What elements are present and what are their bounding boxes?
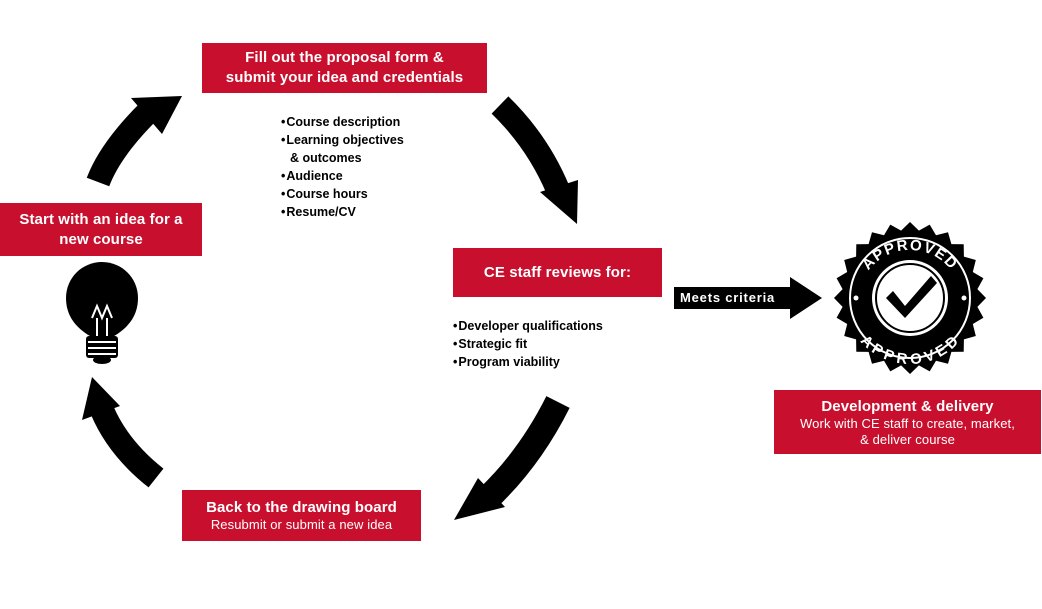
list-item: Program viability — [453, 353, 603, 371]
review-step-box: CE staff reviews for: — [453, 248, 662, 297]
list-item: Course hours — [281, 185, 404, 203]
idea-step-box: Start with an idea for a new course — [0, 203, 202, 256]
idea-step-line1: Start with an idea for a — [19, 210, 183, 228]
list-item: Audience — [281, 167, 404, 185]
proposal-items-list: Course description Learning objectives &… — [281, 113, 404, 221]
list-item: Resume/CV — [281, 203, 404, 221]
proposal-step-line1: Fill out the proposal form & — [245, 49, 444, 66]
drawing-board-step-box: Back to the drawing board Resubmit or su… — [182, 490, 421, 541]
idea-step-line2: new course — [59, 230, 143, 248]
proposal-step-line2: submit your idea and credentials — [225, 69, 464, 86]
list-item: & outcomes — [290, 151, 362, 165]
delivery-step-line1: Work with CE staff to create, market, — [800, 415, 1015, 431]
drawing-board-title: Back to the drawing board — [206, 499, 397, 516]
delivery-step-line2: & deliver course — [860, 431, 955, 447]
cycle-arrow-to-review — [491, 96, 578, 224]
cycle-arrow-to-idea — [82, 377, 164, 488]
cycle-arrow-to-proposal — [86, 96, 182, 187]
approved-badge: APPROVED APPROVED — [834, 222, 986, 374]
delivery-step-title: Development & delivery — [821, 397, 994, 415]
meets-criteria-label: Meets criteria — [680, 290, 776, 305]
proposal-step-box: Fill out the proposal form & submit your… — [202, 43, 487, 93]
lightbulb-icon — [66, 262, 138, 364]
needs-revisions-arrow — [454, 396, 570, 520]
checkmark-icon — [886, 276, 937, 318]
list-item: Course description — [281, 113, 404, 131]
review-step-title: CE staff reviews for: — [483, 264, 632, 281]
drawing-board-subtitle: Resubmit or submit a new idea — [210, 517, 393, 532]
review-items-list: Developer qualifications Strategic fit P… — [453, 317, 603, 371]
list-item: Strategic fit — [453, 335, 603, 353]
list-item: Developer qualifications — [453, 317, 602, 335]
meets-criteria-arrow — [674, 277, 822, 319]
list-item: Learning objectives — [281, 131, 403, 149]
delivery-step-box: Development & delivery Work with CE staf… — [774, 390, 1041, 454]
